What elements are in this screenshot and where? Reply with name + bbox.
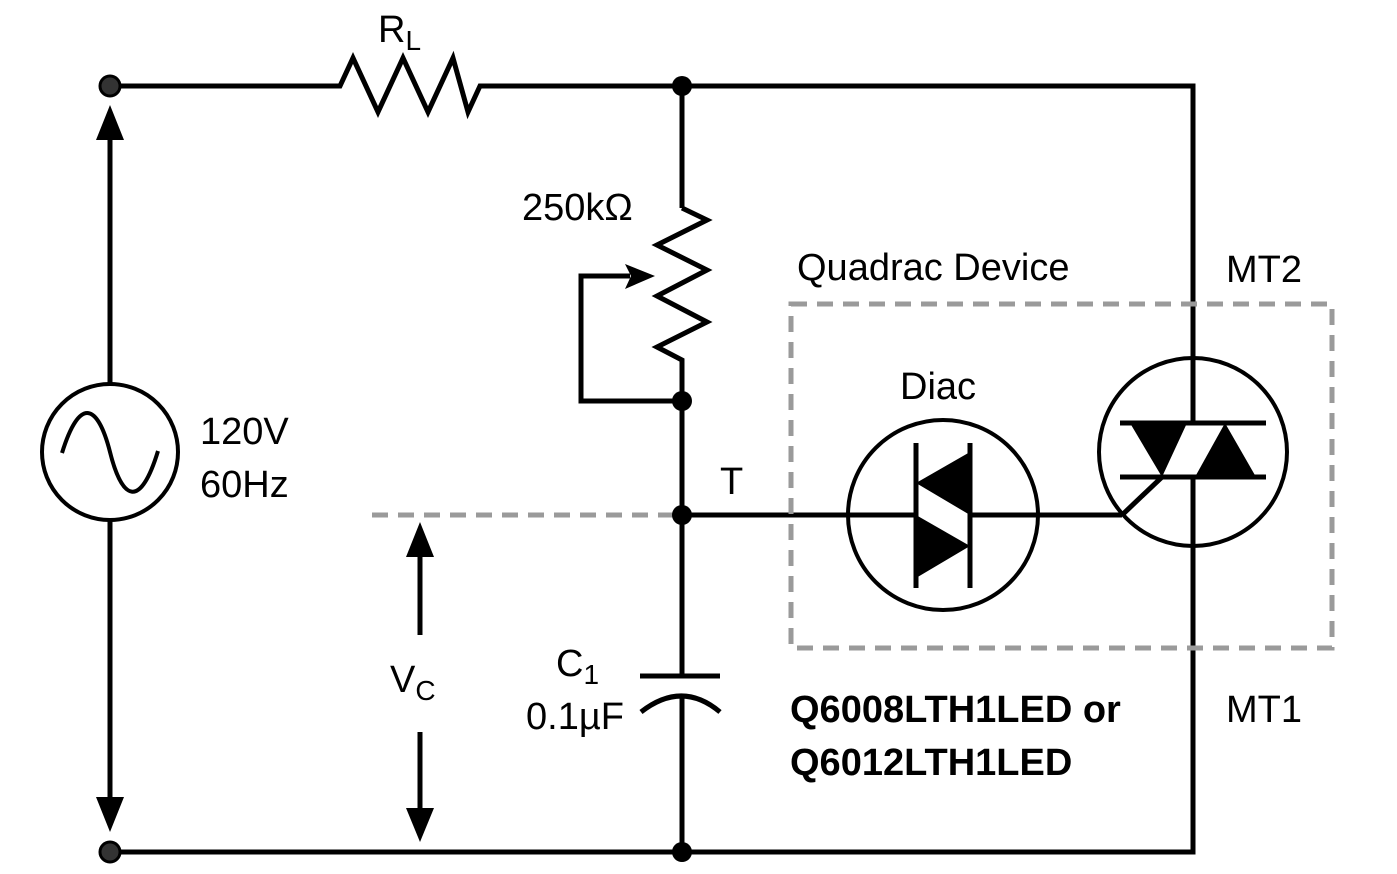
junction-bottom [672,842,692,862]
source-frequency-label: 60Hz [200,464,289,506]
mt2-label: MT2 [1226,249,1302,291]
junction-wiper [672,391,692,411]
vc-arrow-up-icon [406,522,434,557]
source-voltage-label: 120V [200,411,289,453]
part-number-line-1: Q6008LTH1LED or [790,689,1121,731]
load-resistor [328,50,682,120]
top-wire-right [682,83,1196,355]
quadrac-title: Quadrac Device [797,247,1069,289]
load-resistor-label: RL [378,9,421,56]
triac-gate-lead [1120,475,1164,517]
terminal-top [98,74,122,98]
diac-label: Diac [900,366,976,408]
triac-triangle-right [1195,423,1256,477]
diac-icon [846,418,1040,612]
capacitor-voltage-label: VC [390,659,436,706]
arrow-up-icon [96,105,124,140]
arrow-down-icon [96,797,124,832]
mt1-label: MT1 [1226,689,1302,731]
ac-source-icon [40,382,180,522]
vc-arrow-down-icon [406,808,434,842]
junction-t [672,505,692,525]
wiper-arrow-icon [625,264,655,289]
pot-wiper [578,273,682,404]
potentiometer-label: 250kΩ [522,187,633,229]
capacitor-value-label: 0.1µF [526,696,624,738]
quadrac-boundary [788,301,1335,651]
capacitor-label: C1 [556,643,599,690]
sine-wave-icon [60,411,160,494]
potentiometer [651,205,713,401]
diac-triangle-upper [916,452,970,515]
terminal-bottom [98,840,122,864]
trigger-node-label: T [720,461,743,503]
diac-triangle-lower [916,515,970,578]
triac-triangle-left [1130,423,1187,477]
part-number-line-2: Q6012LTH1LED [790,742,1072,784]
junction-top [672,76,692,96]
